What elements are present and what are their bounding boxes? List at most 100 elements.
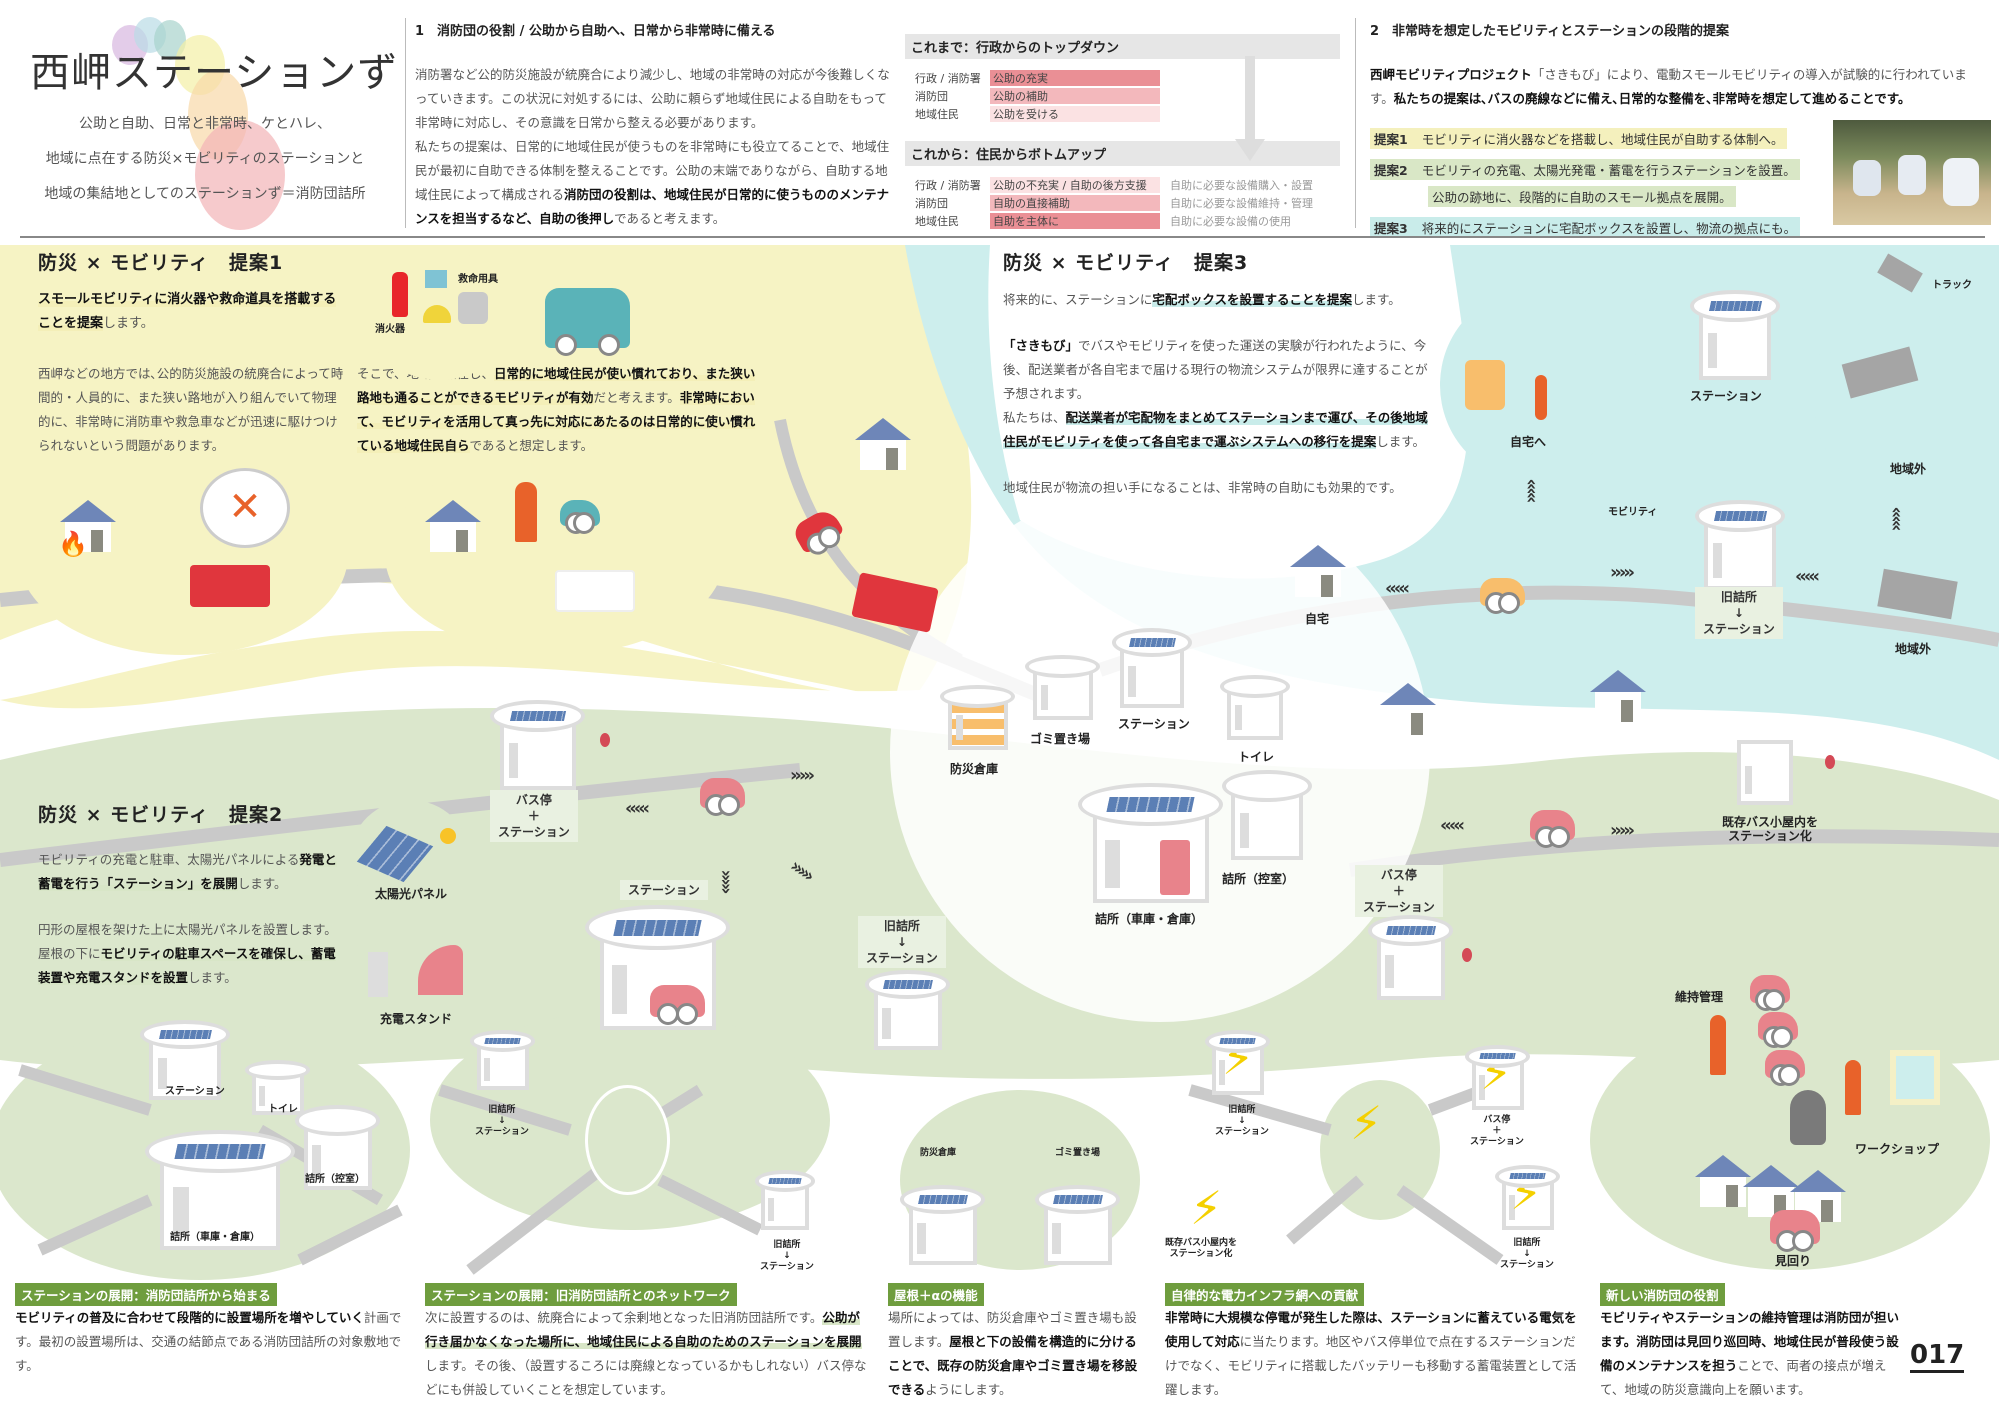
text-run: 私たちは、 [1003,410,1066,425]
label-bus-hut-station: 既存バス小屋内を ステーション化 [1722,815,1819,843]
divider [405,18,406,228]
house-icon [60,500,116,552]
label-station: ステーション [620,880,708,900]
paragraph: 将来的に、ステーションに宅配ボックスを設置することを提案します。 [1003,288,1433,312]
text-run: 配送業者が宅配物をまとめてステーションまで運び、その後地域住民がモビリティを使っ… [1003,410,1428,449]
diagram-header-after: これから：住民からボトムアップ [905,141,1340,166]
label-old-station: 旧詰所 ↓ ステーション [1500,1238,1554,1270]
mobility-cart-icon [1465,360,1505,410]
station-illustration [490,700,585,790]
bottom-section-body: 次に設置するのは、統廃合によって余剰地となった旧消防団詰所です。公助が行き届かな… [425,1306,870,1402]
down-arrow-head-icon [1235,139,1265,161]
charging-stand-icon [368,952,388,997]
text-run: スモールモビリティに消火器や救命道具を搭載することを提案 [38,292,337,331]
house-icon [855,418,911,470]
bottom-section: 屋根＋αの機能 場所によっては、防災倉庫やゴミ置き場も設置します。屋根と下の設備… [888,1283,1143,1402]
proposal3-heading: 防災 × モビリティ 提案3 [1003,252,1249,274]
diagram-header-before: これまで：行政からのトップダウン [905,34,1340,59]
label-old-station: 旧詰所 ↓ ステーション [858,916,946,968]
diagram-actor: 行政 / 消防署 [915,72,981,85]
firefighter-figures-icon [515,482,537,542]
station-illustration [1690,290,1780,380]
house-icon [1743,1165,1799,1217]
station-illustration [900,1185,985,1265]
bottom-section-body: モビリティの普及に合わせて段階的に設置場所を増やしていく計画です。最初の設置場所… [15,1306,410,1378]
proposal-text: モビリティに消火器などを搭載し、地域住民が自助する体制へ。 [1421,132,1784,147]
fire-truck-icon [555,570,635,612]
diagram-actor: 行政 / 消防署 [915,179,981,192]
label-old-station: 旧詰所 ↓ ステーション [1695,587,1783,639]
divider [1355,18,1356,228]
house-icon [1695,1155,1751,1207]
bottom-section: 自律的な電力インフラ網への貢献 非常時に大規模な停電が発生した際は、ステーション… [1165,1283,1580,1402]
bus-hut-station-illustration [1730,740,1800,805]
right-arrows-icon: ››››› [790,765,815,786]
right-arrows-icon: ››››› [1610,562,1635,583]
scene-bubble-problem [18,455,348,655]
fire-engine-icon [1160,840,1190,895]
bottom-section-title: 新しい消防団の役割 [1600,1283,1725,1306]
mobility-car-icon [545,288,630,356]
station-illustration [755,1170,815,1230]
proposal-label: 提案2 [1374,163,1408,178]
text-run: でバスやモビリティを使った運送の実験が行われたように、今後、配送業者が各自宅まで… [1003,338,1428,401]
station-illustration [1695,500,1785,590]
storage-illustration [940,685,1015,750]
proposal2-body: モビリティの充電と駐車、太陽光パネルによる発電と蓄電を行う「ステーション」を展開… [38,848,348,896]
text-run: します。その後、（設置するころには廃線となっているかもしれない）バス停などにも併… [425,1358,867,1397]
diagram-role-bar: 公助の不充実 / 自助の後方支援 [990,177,1160,193]
blocked-icon: ✕ [200,468,290,548]
label-waiting-room: 詰所（控室） [1222,872,1295,886]
workshop-board-icon [1890,1050,1940,1105]
lightning-icon: ⚡ [1190,1181,1223,1235]
radio-icon [425,270,447,288]
up-arrows-icon: ››››› [1520,481,1542,504]
mobility-car-icon [700,778,745,816]
workshop-people-icon [1845,1060,1861,1115]
toilet-illustration [1220,675,1290,740]
left-arrows-icon: ‹‹‹‹‹ [1795,566,1820,587]
deco-circle-pink [195,120,285,230]
label-to-home: 自宅へ [1510,435,1547,449]
diagram-actor: 消防団 [915,197,948,210]
house-icon [1590,670,1646,722]
deco-circle-teal [154,20,186,60]
station-illustration [865,970,950,1050]
diagram-rows-before: 行政 / 消防署公助の充実消防団公助の補助地域住民公助を受ける [905,69,1340,123]
bus-stop-sign-icon [1825,755,1835,769]
center-glow [890,482,1430,1022]
proposal2-heading: 防災 × モビリティ 提案2 [38,804,284,826]
bottom-section-body: モビリティやステーションの維持管理は消防団が担います。消防団は見回り巡回時、地域… [1600,1306,1900,1402]
diagram-role-bar: 自助を主体に [990,213,1160,229]
waiting-room-illustration [295,1105,380,1190]
poster-title: 西岬ステーションず [30,50,399,96]
proposal1-heading: 防災 × モビリティ 提案1 [38,252,284,274]
lightning-icon: ⚡ [1350,1096,1383,1150]
up-arrows-icon: ››››› [1885,509,1907,532]
mobility-photo [1833,120,1991,225]
bottom-section-title: 屋根＋αの機能 [888,1283,984,1306]
label-bus-stop-station: バス停 ＋ ステーション [490,790,578,842]
firefighter-avatar-icon [1790,1090,1826,1145]
label-bus-hut-station: 既存バス小屋内を ステーション化 [1165,1238,1238,1259]
diagram-row: 消防団自助の直接補助自助に必要な設備維持・管理 [905,194,1340,212]
station-illustration [140,1020,230,1100]
text-run: します。 [188,970,237,985]
text-run: であると考えます。 [614,211,726,226]
text-run: 宅配ボックスを設置することを提案 [1152,292,1353,307]
label-garage: 詰所（車庫・倉庫） [1095,912,1204,926]
down-arrows-icon: ››››› [715,869,737,892]
text-run: 地域住民が物流の担い手になることは、非常時の自助にも効果的です。 [1003,480,1402,495]
text-run: します。 [1352,292,1401,307]
proposal-label: 提案1 [1374,132,1408,147]
bus-stop-sign-icon [600,733,610,747]
bottom-section: 新しい消防団の役割 モビリティやステーションの維持管理は消防団が担います。消防団… [1600,1283,1900,1402]
waiting-room-illustration [1222,770,1312,860]
label-bus-stop-station: バス停 ＋ ステーション [1355,865,1443,917]
toilet-illustration [245,1060,310,1115]
text-run: 非常時に大規模な停電が発生した際は、ステーションに蓄えている電気を使用して対応 [1165,1310,1577,1349]
label-garbage: ゴミ置き場 [1030,732,1091,746]
diagram-note: 自助に必要な設備維持・管理 [1170,197,1313,210]
